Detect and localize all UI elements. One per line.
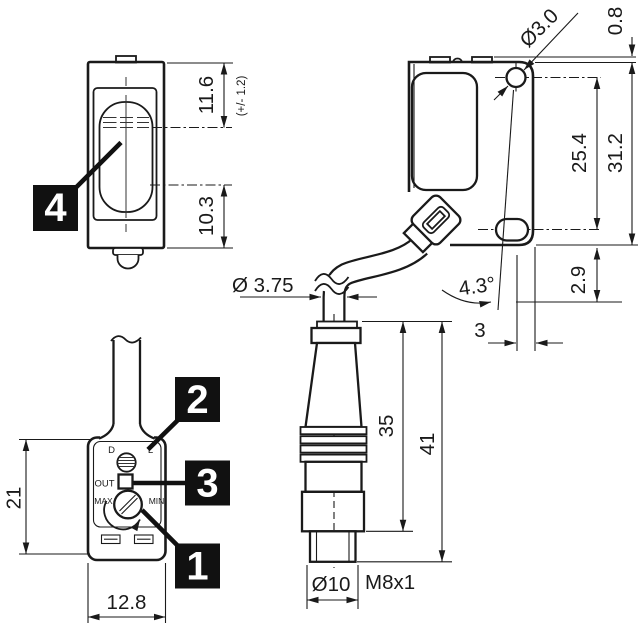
dim-connector-dia-text: Ø10 (312, 573, 351, 596)
side-body (407, 60, 535, 247)
dim-body-height-text: 31.2 (604, 133, 627, 173)
callout-3-text: 3 (196, 462, 218, 506)
dim-beam-offset-text: 3 (474, 319, 485, 342)
dim-tab-height-text: 0.8 (604, 7, 627, 36)
front-nub-flange (112, 247, 144, 256)
adjuster-rotation-arrow (103, 500, 141, 532)
connector-rib-2 (299, 435, 368, 445)
bottom-view: D L OUT MAX MIN 21 12.8 (3, 335, 167, 623)
dim-bottom-width-text: 12.8 (107, 591, 147, 614)
dim-bottom-height-text: 21 (3, 487, 26, 510)
cable-bell-right (138, 423, 155, 440)
label-min-text: MIN (149, 496, 165, 506)
cable-end-wave (110, 335, 142, 344)
gland-label (425, 209, 447, 231)
dim-beam-bottom-text: 10.3 (195, 196, 218, 236)
vent-slot-right (133, 534, 154, 545)
dim-hole-dia-text: Ø3.0 (515, 4, 563, 52)
dim-connector-length-text: 35 (375, 415, 398, 438)
mounting-slot (494, 217, 530, 242)
connector-boot (304, 341, 363, 429)
dim-beam-top-text: 11.6 (195, 76, 218, 114)
dim-cable-dia-text: Ø 3.75 (232, 274, 294, 297)
connector-rib-1 (299, 426, 368, 436)
callouts: 4 2 3 1 (33, 140, 230, 589)
connector-view: 35 41 Ø10 M8x1 (299, 314, 452, 609)
vent-slot-left (100, 534, 121, 545)
front-bezel (92, 87, 158, 221)
side-top-tab-2 (471, 56, 493, 64)
label-d-text: D (108, 445, 115, 456)
connector-knurled-nut (300, 490, 366, 533)
front-view: 11.6 (+/- 1.2) 10.3 (86, 55, 248, 270)
front-nub-dome (116, 255, 140, 270)
cable-bell-left (98, 423, 115, 440)
label-out-text: OUT (94, 479, 114, 490)
mounting-hole (505, 66, 527, 89)
label-max-text: MAX (94, 496, 113, 506)
connector-rib-3 (299, 444, 368, 454)
label-l-text: L (148, 445, 153, 456)
side-front-window (410, 71, 479, 192)
callout-4-box (33, 185, 78, 231)
dim-bottom-offset-text: 2.9 (567, 266, 590, 295)
connector-thread-body (308, 530, 357, 563)
dim-beam-tilt-text: 4.3° (457, 273, 497, 301)
connector-barrel (304, 460, 363, 493)
callout-1-text: 1 (186, 545, 208, 589)
cable-break-wave-1 (314, 273, 350, 285)
callout-3-box (185, 460, 230, 506)
out-indicator-led (117, 473, 134, 490)
dl-selector-screw[interactable] (116, 452, 137, 473)
sensitivity-adjuster-screw[interactable] (113, 489, 143, 520)
dim-hole-to-slot-text: 25.4 (568, 133, 591, 173)
dim-beam-top-tolerance-text: (+/- 1.2) (236, 76, 248, 117)
dim-total-length-text: 41 (416, 433, 439, 456)
callout-2-text: 2 (186, 378, 208, 422)
callout-2-box (175, 377, 220, 422)
cable-gland (402, 194, 462, 254)
thread-spec-text: M8x1 (365, 571, 415, 594)
side-view: Ø3.0 0.8 31.2 25.4 2.9 4.3° 3 Ø 3.75 (232, 4, 638, 351)
callout-4-text: 4 (44, 186, 67, 230)
callout-1-box (175, 543, 220, 589)
side-top-dome (452, 57, 463, 63)
side-top-tab-1 (429, 56, 451, 64)
cable-break-wave-2 (314, 283, 350, 295)
connector-collar (310, 326, 362, 345)
